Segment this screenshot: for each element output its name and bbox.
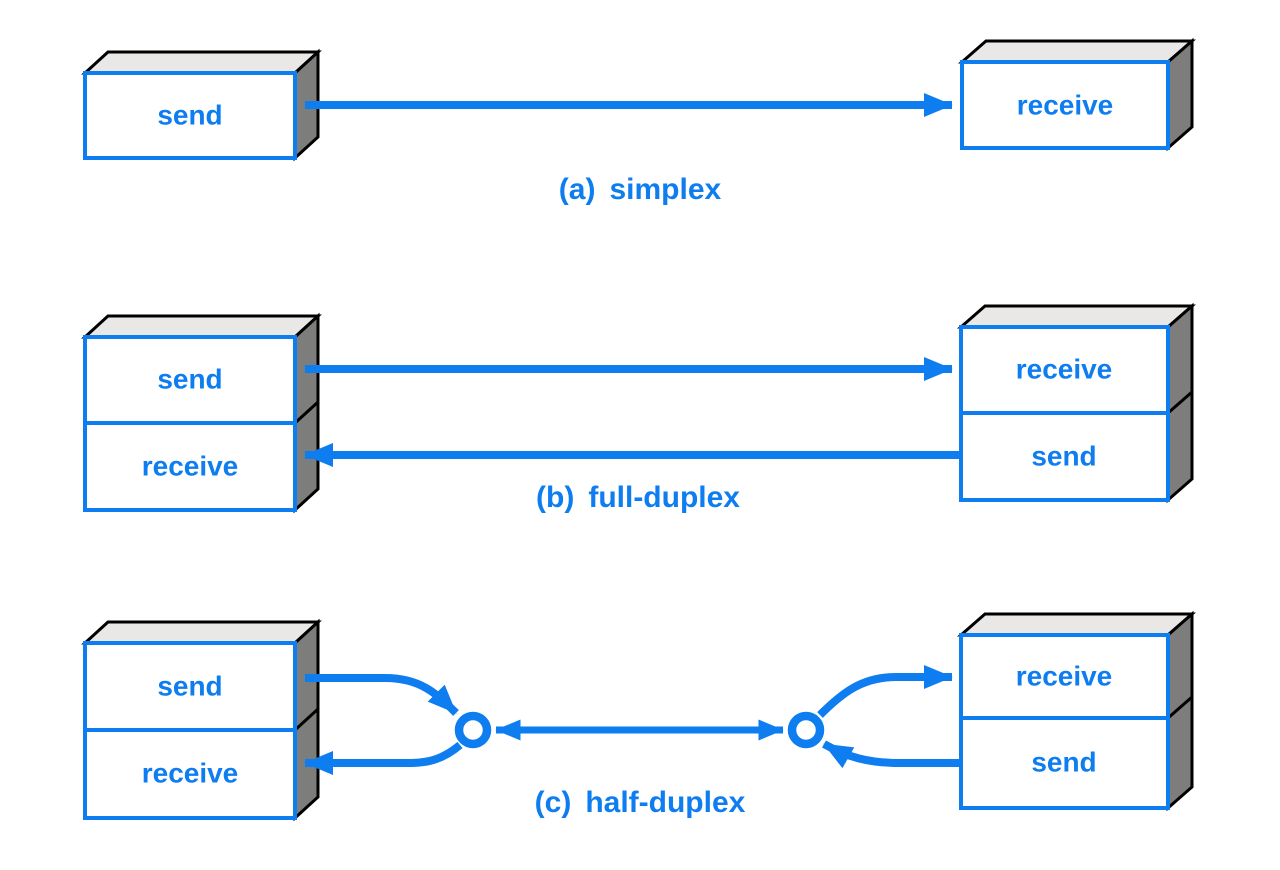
caption-half-duplex: (c) half-duplex (535, 786, 746, 819)
box-top-face (957, 304, 1196, 329)
caption-text: full-duplex (588, 481, 740, 514)
half-duplex-left-receive-arrow (304, 741, 463, 775)
left-junction-node (454, 711, 492, 749)
section-half-duplex: send receive receive send (c) half-duplex (81, 610, 1196, 822)
box-side-divider-edge (1167, 390, 1193, 415)
receive-label: receive (1017, 90, 1114, 121)
compartment-receive (83, 421, 297, 512)
box-top-face (958, 39, 1196, 64)
compartment-send (959, 716, 1170, 810)
box-top-face (957, 612, 1196, 637)
compartment-receive (83, 728, 297, 820)
receive-label: receive (1016, 354, 1113, 385)
send-label: send (157, 100, 222, 131)
half-duplex-right-send-arrow (822, 740, 961, 769)
caption-text: simplex (609, 173, 721, 206)
send-label: send (157, 364, 222, 395)
box-side-divider-edge (1167, 695, 1193, 720)
box-top-face (81, 314, 322, 339)
receive-label: receive (142, 451, 239, 482)
box-top-face (81, 50, 322, 75)
receive-label: receive (1016, 661, 1113, 692)
caption-full-duplex: (b) full-duplex (536, 481, 740, 514)
send-label: send (1031, 441, 1096, 472)
box-side-face (1166, 37, 1194, 152)
compartment-receive (959, 325, 1170, 415)
caption-prefix: (a) (559, 173, 596, 206)
caption-prefix: (b) (536, 481, 574, 514)
compartment-receive (959, 633, 1170, 720)
section-full-duplex: send receive receive send (b) full-duplex (81, 302, 1196, 514)
caption-simplex: (a) simplex (559, 173, 722, 206)
compartment-send (83, 71, 297, 160)
compartment-send (959, 411, 1170, 502)
simplex-left-device-box: send (81, 48, 322, 162)
full-duplex-right-device-box: receive send (957, 302, 1196, 504)
half-duplex-right-receive-arrow (817, 665, 953, 718)
simplex-right-device-box: receive (958, 37, 1196, 152)
half-duplex-left-send-arrow (305, 674, 459, 716)
compartment-receive (960, 60, 1170, 150)
receive-label: receive (142, 758, 239, 789)
box-side-divider-edge (293, 707, 320, 732)
box-side-divider-edge (293, 400, 320, 425)
caption-prefix: (c) (535, 786, 572, 819)
send-label: send (157, 671, 222, 702)
full-duplex-left-device-box: send receive (81, 312, 322, 514)
half-duplex-left-device-box: send receive (81, 618, 322, 822)
right-junction-node (787, 711, 825, 749)
box-top-face (81, 620, 322, 645)
half-duplex-right-device-box: receive send (957, 610, 1196, 812)
box-side-face (1166, 610, 1194, 812)
caption-text: half-duplex (585, 786, 745, 819)
send-label: send (1031, 747, 1096, 778)
section-simplex: send receive (a) simplex (81, 37, 1196, 206)
